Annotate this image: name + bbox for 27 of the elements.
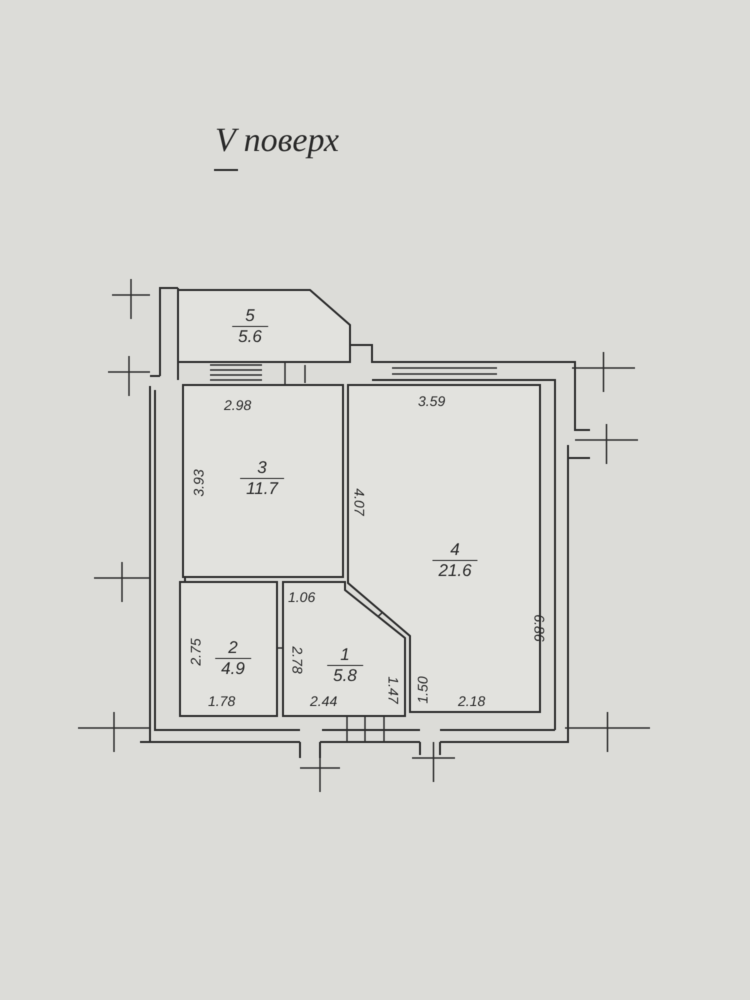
room-number: 5 <box>232 306 268 326</box>
room-area <box>180 582 277 716</box>
room-area <box>183 385 343 577</box>
dimension-label: 2.98 <box>224 398 252 412</box>
dimension-label: 1.78 <box>208 694 236 708</box>
dimension-label: 3.93 <box>192 469 206 497</box>
room-number: 4 <box>432 540 478 560</box>
dimension-label: 2.75 <box>188 638 203 666</box>
room-number: 1 <box>327 644 363 666</box>
dimension-label: 4.07 <box>352 488 367 516</box>
room-area <box>178 290 350 362</box>
room-number: 3 <box>240 458 284 478</box>
dimension-label: 1.47 <box>386 676 401 704</box>
room-number: 2 <box>215 638 251 658</box>
room-area-value: 11.7 <box>245 478 280 498</box>
room-area-value: 5.6 <box>237 326 263 346</box>
dimension-label: 1.50 <box>416 676 430 704</box>
dimension-label: 1.06 <box>288 590 316 604</box>
floor-title: V поверх <box>215 122 339 160</box>
room-area-value: 5.8 <box>332 666 358 686</box>
dimension-label: 3.59 <box>418 394 446 408</box>
room-area-value: 21.6 <box>437 560 473 580</box>
dimension-label: 2.18 <box>458 694 486 708</box>
room-area <box>283 582 405 716</box>
dimension-label: 2.44 <box>310 694 338 708</box>
dimension-label: 2.78 <box>290 646 305 674</box>
room-area-value: 4.9 <box>220 658 246 678</box>
